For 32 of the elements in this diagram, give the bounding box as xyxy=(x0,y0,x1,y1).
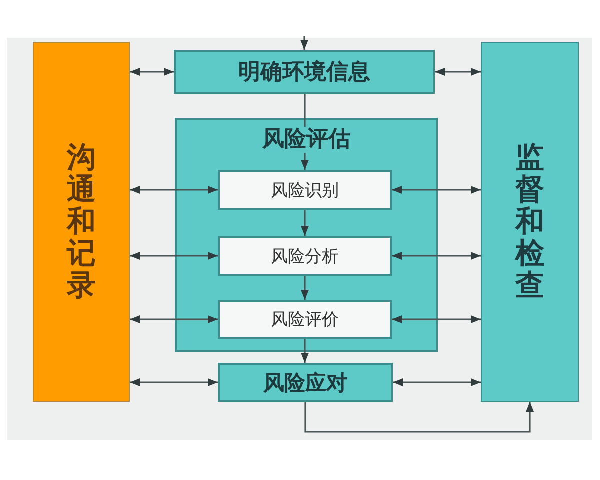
process-box xyxy=(218,236,392,276)
step-label: 风险应对 xyxy=(264,370,348,396)
double-arrow xyxy=(392,252,481,260)
vertical-label: 沟通和记录 xyxy=(67,142,96,302)
arrow xyxy=(301,339,309,363)
double-arrow xyxy=(435,68,481,76)
side-panel xyxy=(33,42,130,402)
group-container xyxy=(175,118,438,352)
step-label: 风险评价 xyxy=(271,309,339,331)
process-box xyxy=(218,363,393,402)
step-label: 明确环境信息 xyxy=(238,58,370,87)
group-title: 风险评估 xyxy=(260,127,354,154)
side-panel xyxy=(481,42,579,402)
step-label: 风险分析 xyxy=(271,246,339,268)
vertical-label: 监督和检查 xyxy=(516,142,544,302)
step-label: 风险识别 xyxy=(271,180,339,202)
double-arrow xyxy=(130,252,218,260)
arrow xyxy=(301,276,309,300)
arrow xyxy=(301,94,309,170)
arrow xyxy=(301,210,309,236)
double-arrow xyxy=(130,378,218,386)
process-box xyxy=(174,50,435,94)
double-arrow xyxy=(130,316,218,324)
process-box xyxy=(218,170,392,210)
process-box xyxy=(218,300,392,339)
arrow xyxy=(304,402,534,433)
double-arrow xyxy=(392,316,481,324)
double-arrow xyxy=(130,186,218,194)
double-arrow xyxy=(130,68,174,76)
arrow xyxy=(300,36,308,50)
double-arrow xyxy=(392,186,481,194)
double-arrow xyxy=(393,378,481,386)
